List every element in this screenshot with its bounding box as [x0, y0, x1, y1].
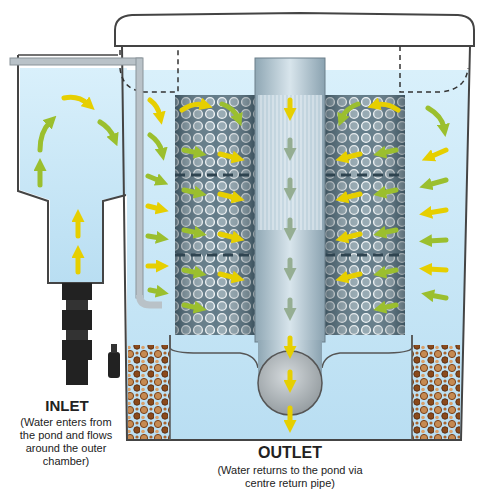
return-pipe [255, 58, 325, 342]
flow-arrow [184, 230, 198, 233]
flow-arrow [288, 300, 293, 312]
flow-arrow [38, 167, 43, 185]
grey-tube [10, 58, 142, 65]
flow-arrow [288, 180, 293, 192]
flow-arrow [184, 150, 198, 153]
flow-arrow [76, 218, 81, 236]
flow-arrow [382, 190, 396, 193]
flow-arrow [344, 194, 360, 198]
flow-arrow [220, 154, 236, 158]
dashed-outline [120, 46, 178, 92]
flow-arrow [382, 150, 396, 153]
flow-arrow [100, 122, 114, 138]
media-right-shade [325, 95, 405, 335]
flow-arrow [148, 176, 160, 181]
media-left [175, 95, 255, 335]
flow-arrow [150, 100, 160, 116]
hose-connector [62, 283, 92, 300]
flow-arrow [220, 194, 236, 198]
heading-label: OUTLET [215, 444, 365, 462]
flow-arrow [150, 135, 162, 152]
gravel-wall-right [411, 335, 413, 440]
flow-arrow [288, 372, 293, 384]
flow-arrow [148, 264, 160, 269]
hose-connector [66, 300, 88, 310]
housing-outline [122, 46, 470, 440]
media-left-shade [175, 95, 255, 335]
drain-valve [111, 344, 117, 353]
flow-arrow [428, 269, 446, 270]
hose-connector [62, 340, 92, 360]
prechamber-top [18, 54, 118, 56]
prechamber-water [20, 68, 127, 282]
hose-connector [66, 330, 88, 340]
flow-arrow [288, 100, 293, 112]
flow-arrow [428, 240, 446, 241]
hose-connector [62, 310, 92, 330]
gravel-left [128, 345, 170, 439]
flow-arrow [150, 290, 160, 292]
flow-arrow [148, 206, 160, 209]
flow-arrow [220, 274, 236, 278]
flow-arrow [344, 274, 360, 278]
flow-arrow [288, 338, 293, 350]
flow-arrow [76, 254, 81, 272]
drain-valve [108, 352, 120, 378]
flow-arrow [344, 234, 360, 238]
flow-arrow [184, 190, 198, 193]
flow-arrow [64, 97, 88, 104]
flow-arrow [184, 305, 198, 308]
flow-arrow [288, 140, 293, 152]
flow-arrow [344, 154, 360, 158]
flow-arrow [342, 104, 358, 118]
flow-arrow [428, 210, 446, 213]
flow-arrow [382, 230, 396, 233]
flow-arrow [288, 220, 293, 232]
dashed-outline [400, 46, 468, 92]
flow-arrow [382, 305, 396, 308]
lid-rim [122, 45, 470, 47]
flow-arrow [382, 270, 396, 273]
flow-arrow [288, 408, 293, 424]
flow-arrow [184, 270, 198, 273]
gravel-wall-left [169, 335, 171, 440]
flow-arrow [430, 295, 446, 298]
pipe-strainer [258, 95, 322, 230]
outlet-pipe-end [258, 351, 322, 415]
flow-arrow [182, 104, 204, 110]
gravel-right [412, 345, 460, 439]
media-band [175, 254, 255, 257]
flow-arrow [288, 260, 293, 272]
tray-right [322, 335, 412, 368]
grey-tube-foot [140, 295, 163, 305]
flow-arrow [430, 150, 446, 157]
description-text: (Water enters from the pond and flows ar… [12, 416, 120, 468]
flow-arrow [222, 104, 238, 118]
flow-arrow [428, 108, 444, 128]
flow-arrow [428, 180, 446, 185]
grey-tube [136, 58, 143, 298]
flow-arrow [148, 236, 160, 238]
heading-label: INLET [12, 397, 122, 414]
media-band [175, 174, 255, 177]
tray-left [170, 335, 258, 368]
filter-lid [115, 13, 474, 46]
flow-arrow [376, 104, 398, 110]
media-band [325, 174, 405, 177]
prechamber-outline [18, 55, 126, 283]
flow-arrow [220, 234, 236, 238]
media-band [325, 254, 405, 257]
hose-connector [66, 360, 88, 385]
description-text: (Water returns to the pond via centre re… [212, 464, 368, 490]
media-right [325, 95, 405, 335]
flow-arrow [40, 122, 50, 150]
